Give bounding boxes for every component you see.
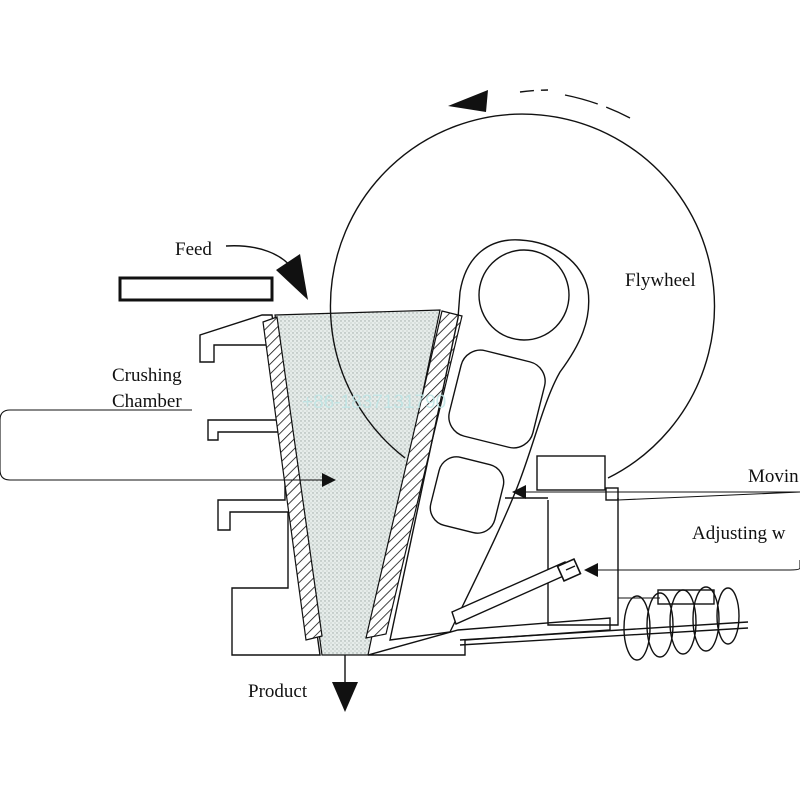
eccentric-shaft: [478, 249, 570, 341]
rotation-arrow: [519, 89, 549, 93]
pitman-window-lower: [429, 456, 505, 534]
adjusting-wedge: [556, 557, 582, 583]
label-adjusting-wedge: Adjusting w: [692, 523, 786, 544]
pitman: [389, 239, 590, 641]
tension-spring: [459, 586, 749, 661]
watermark-text: +86-1837131790: [302, 392, 446, 413]
fixed-jaw-frame: [199, 314, 321, 656]
label-chamber: Chamber: [112, 391, 182, 412]
feed-plate: [118, 276, 274, 302]
label-product: Product: [248, 681, 308, 702]
rotation-arrowhead-icon: [448, 90, 488, 112]
label-crushing: Crushing: [112, 365, 182, 386]
label-feed: Feed: [175, 239, 212, 260]
flywheel: [329, 89, 716, 479]
moving-jaw-liner: [365, 310, 463, 639]
leader-arrowhead-icon: [322, 473, 336, 487]
feed-arrow: [225, 245, 293, 269]
crushing-chamber-leader: [0, 409, 325, 481]
label-moving-jaw: Movin: [748, 466, 799, 487]
adjusting-leader: [598, 560, 800, 571]
label-flywheel: Flywheel: [625, 270, 696, 291]
pitman-window-upper: [448, 349, 546, 449]
fixed-jaw-liner: [262, 316, 323, 641]
feed-arrowhead-icon: [276, 254, 308, 300]
base-frame: [367, 617, 611, 656]
adjusting-leader-arrowhead-icon: [584, 563, 598, 577]
product-arrowhead-icon: [332, 682, 358, 712]
moving-leader-arrowhead-icon: [512, 485, 526, 499]
